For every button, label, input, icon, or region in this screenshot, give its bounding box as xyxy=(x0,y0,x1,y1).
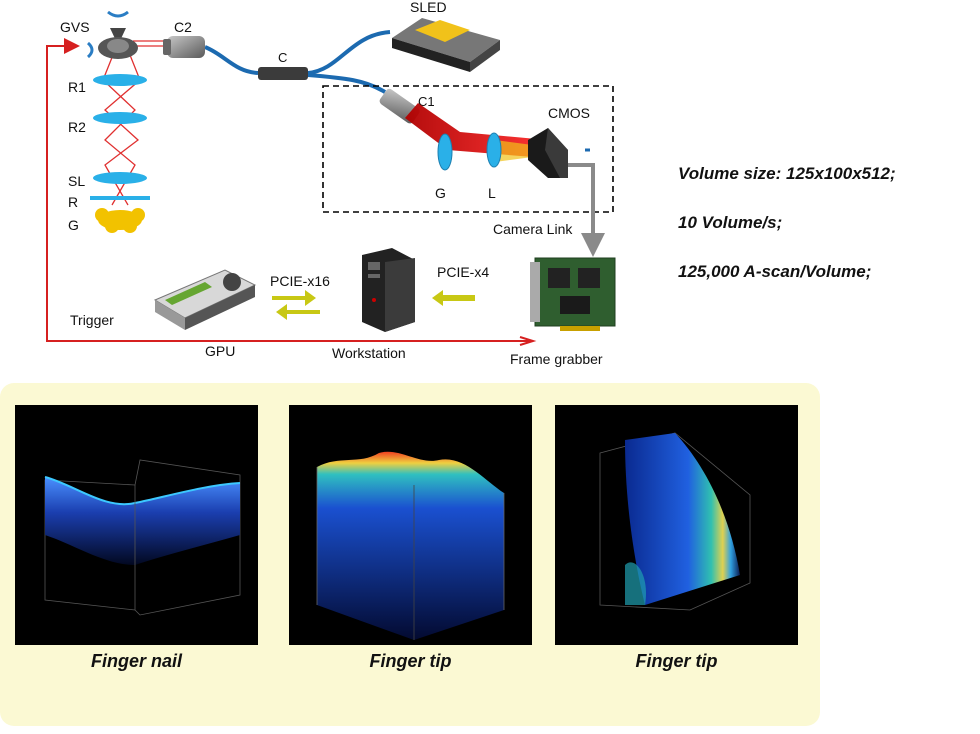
galvo-scanner-icon xyxy=(86,10,138,59)
sl-label: SL xyxy=(68,173,85,189)
camera-link-label: Camera Link xyxy=(493,221,573,237)
spec-volume-size: Volume size: 125x100x512; xyxy=(678,164,896,183)
c2-label: C2 xyxy=(174,19,192,35)
trigger-line xyxy=(46,38,533,342)
camera-link-arrow xyxy=(568,163,605,257)
finger-nail-volume-image xyxy=(15,405,258,645)
pcie-x16-label: PCIE-x16 xyxy=(270,273,330,289)
r2-label: R2 xyxy=(68,119,86,135)
spec-ascan-rate: 125,000 A-scan/Volume; xyxy=(678,262,872,281)
reference-plate-r-icon xyxy=(90,196,150,200)
frame-grabber-icon xyxy=(530,257,616,331)
c-label: C xyxy=(278,50,287,65)
lens-l-icon xyxy=(486,132,502,168)
c1-label: C1 xyxy=(418,94,435,109)
finger-nail-caption: Finger nail xyxy=(90,651,182,671)
coupler-c-icon xyxy=(258,67,308,80)
workstation-label: Workstation xyxy=(332,345,406,361)
relay-lens-r2-icon xyxy=(93,112,147,124)
pcie-x4-arrow xyxy=(432,290,475,306)
sled-label: SLED xyxy=(410,0,447,15)
g-sample-label: G xyxy=(68,217,79,233)
finger-tip-volume-image xyxy=(289,405,532,645)
sled-source-icon xyxy=(392,18,500,72)
collimator-c2-icon xyxy=(163,36,205,58)
r-label: R xyxy=(68,194,78,210)
gpu-label: GPU xyxy=(205,343,235,359)
gpu-icon xyxy=(153,269,257,330)
sample-g-icon xyxy=(95,208,145,233)
scan-lens-sl-icon xyxy=(93,172,147,184)
oct-system-diagram: GVS C2 C SLED R1 R2 SL R G C1 G L xyxy=(46,0,616,367)
fiber-c-to-c1 xyxy=(307,73,387,94)
cmos-camera-icon xyxy=(528,128,568,178)
pcie-x16-arrows xyxy=(272,290,320,320)
spec-volume-rate: 10 Volume/s; xyxy=(678,213,783,232)
fiber-c-to-sled xyxy=(307,30,391,75)
finger-tip-caption-1: Finger tip xyxy=(369,651,452,671)
g-grating-label: G xyxy=(435,185,446,201)
finger-tip-rotated-volume-image xyxy=(555,405,798,645)
finger-tip-caption-2: Finger tip xyxy=(635,651,718,671)
spectrometer-box xyxy=(322,85,614,213)
pcie-x4-label: PCIE-x4 xyxy=(437,264,489,280)
workstation-icon xyxy=(362,248,415,332)
relay-lens-r1-icon xyxy=(93,74,147,86)
r1-label: R1 xyxy=(68,79,86,95)
cmos-label: CMOS xyxy=(548,105,590,121)
grating-g-icon xyxy=(437,133,453,171)
trigger-label: Trigger xyxy=(70,312,114,328)
fiber-c2-to-c xyxy=(204,45,259,75)
gvs-label: GVS xyxy=(60,19,90,35)
results-panel: Finger nail Finger tip xyxy=(0,383,820,726)
l-label: L xyxy=(488,185,496,201)
frame-grabber-label: Frame grabber xyxy=(510,351,603,367)
